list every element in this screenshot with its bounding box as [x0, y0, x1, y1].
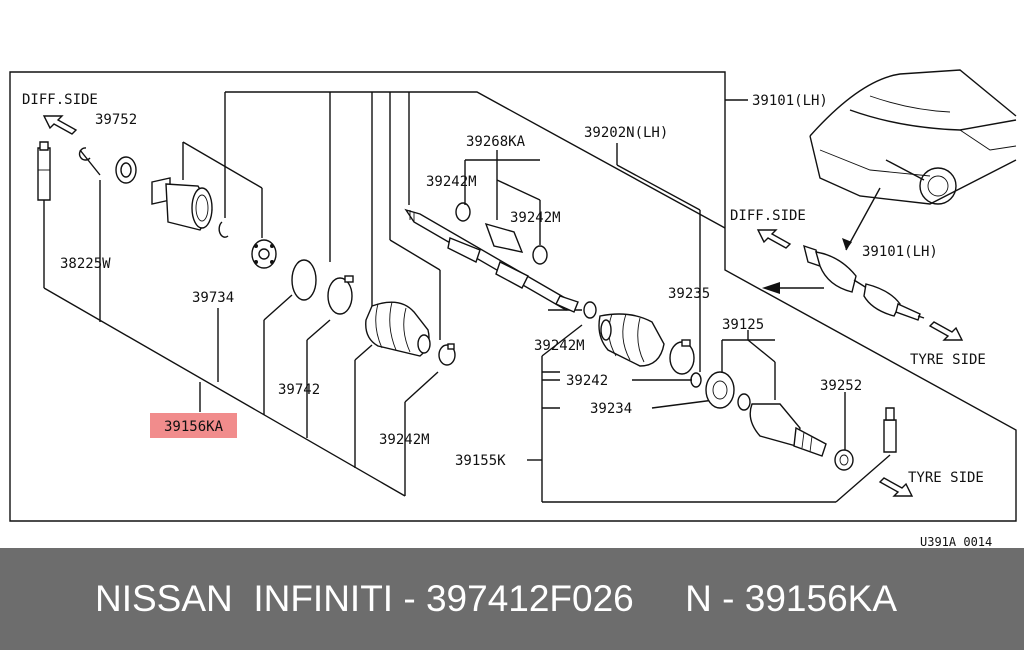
label-39234: 39234 [590, 401, 632, 417]
label-39252: 39252 [820, 378, 862, 394]
label-38225w: 38225W [60, 256, 111, 272]
tyre-side-arrow-upper-icon [928, 321, 964, 341]
label-39235: 39235 [668, 286, 710, 302]
highlight-39156ka [150, 413, 237, 438]
tyre-side-arrow-lower-icon [878, 477, 914, 497]
part-small-clamp-39242m [583, 301, 597, 319]
car-illustration [809, 69, 1017, 251]
part-outer-boot [598, 313, 665, 367]
diff-side-arrow-left-icon [42, 115, 78, 135]
part-circlip-small [78, 147, 91, 161]
part-band-clamp-2 [438, 343, 456, 366]
part-damper-clamps-upper [455, 202, 548, 265]
label-39242m-a: 39242M [426, 174, 477, 190]
axle-assembly-small [803, 244, 925, 321]
leader-lines [43, 91, 891, 503]
diff-side-arrow-right-icon [756, 229, 792, 249]
parts-diagram: DIFF.SIDE 39752 38225W 39734 39156KA 397… [9, 69, 1017, 548]
part-39252-nut [834, 449, 854, 471]
label-39101-lh-car: 39101(LH) [862, 244, 938, 260]
part-inner-joint-housing [151, 177, 213, 231]
label-39242m-bottom: 39242M [379, 432, 430, 448]
label-39156ka: 39156KA [164, 419, 224, 435]
label-39242: 39242 [566, 373, 608, 389]
direction-arrow-left [762, 282, 824, 294]
part-39125-outer-joint [705, 371, 827, 457]
footer-part-title: NISSAN INFINITI - 397412F026 N - 39156KA [95, 578, 898, 619]
label-39742: 39742 [278, 382, 320, 398]
part-shaft [404, 208, 579, 313]
part-band-clamp-3 [669, 339, 702, 388]
label-39268ka: 39268KA [466, 134, 526, 150]
part-spider-bearing [251, 239, 277, 269]
diagram-code: U391A 0014 [920, 535, 992, 548]
label-diff-side-left: DIFF.SIDE [22, 92, 98, 108]
part-39742-snap-ring [291, 259, 317, 301]
part-inner-boot [365, 301, 431, 357]
label-39242m-c: 39242M [534, 338, 585, 354]
label-diff-side-right: DIFF.SIDE [730, 208, 806, 224]
label-tyre-side-lower: TYRE SIDE [908, 470, 984, 486]
part-damper-right [883, 407, 897, 453]
label-39202n-lh: 39202N(LH) [584, 125, 668, 141]
label-39155k: 39155K [455, 453, 506, 469]
label-39752: 39752 [95, 112, 137, 128]
label-tyre-side-upper: TYRE SIDE [910, 352, 986, 368]
diagram-frame [9, 71, 1017, 522]
label-39101-lh-top: 39101(LH) [752, 93, 828, 109]
part-38225w-damper [37, 141, 51, 201]
footer-bar: NISSAN INFINITI - 397412F026 N - 39156KA [0, 548, 1024, 650]
label-39734: 39734 [192, 290, 234, 306]
part-band-clamp-1 [327, 275, 354, 315]
label-39125: 39125 [722, 317, 764, 333]
part-39752-seal [115, 156, 137, 184]
label-39242m-b: 39242M [510, 210, 561, 226]
part-39734-ring [218, 221, 229, 238]
